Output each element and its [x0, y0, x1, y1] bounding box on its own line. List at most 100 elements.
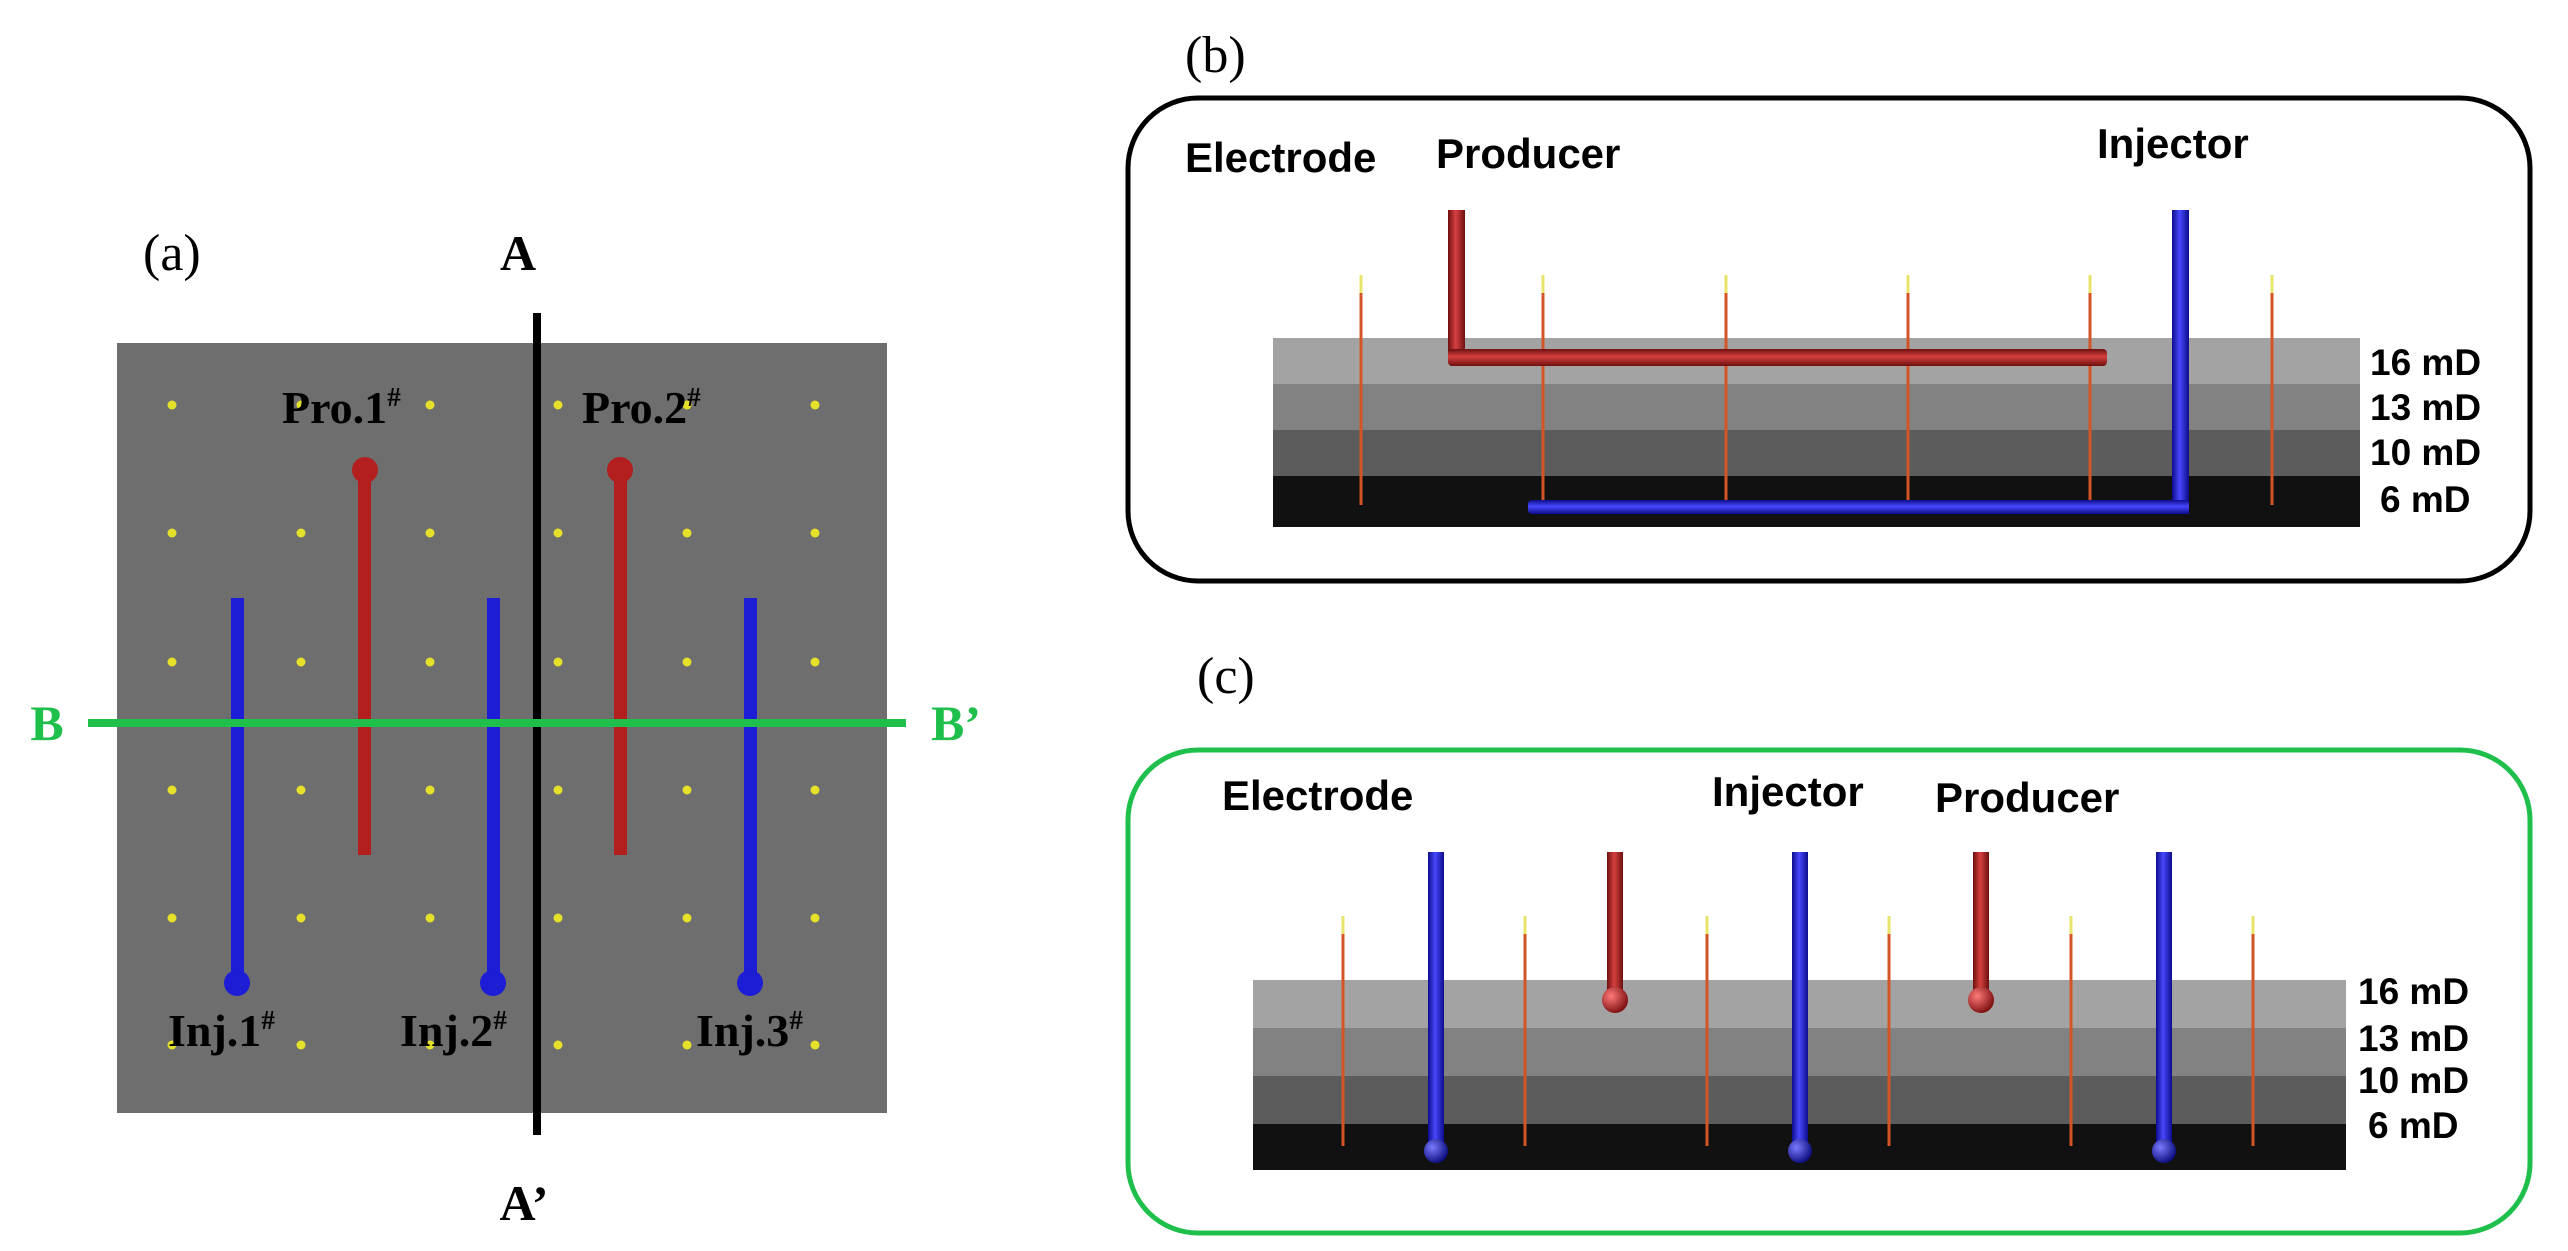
layer-label-10md: 10 mD — [2358, 1060, 2469, 1101]
producer-well-bottom — [1968, 987, 1994, 1013]
injector-label-inj1: Inj.1# — [168, 1005, 275, 1056]
injector-wellbore — [2156, 852, 2172, 1150]
electrode-label: Electrode — [1222, 772, 1413, 819]
electrode-rods — [1359, 275, 2274, 505]
producer-pro1 — [352, 457, 378, 855]
electrode-rod — [1523, 934, 1527, 1146]
injector-well-line — [744, 598, 757, 983]
layer-label-16md: 16 mD — [2370, 342, 2481, 383]
electrode-rod — [1906, 293, 1910, 505]
electrode-dot — [682, 400, 692, 410]
panel-c-frame — [1125, 747, 2533, 1236]
electrode-dot — [296, 913, 306, 923]
electrode-dot — [167, 913, 177, 923]
layer-10md — [1273, 430, 2360, 476]
electrode-rod-tip — [1724, 275, 1728, 293]
injector-well-bottom — [1424, 1139, 1448, 1163]
layer-13md — [1273, 384, 2360, 430]
injector-well-line — [231, 598, 244, 983]
electrode-rod — [2069, 934, 2073, 1146]
electrode-dot — [425, 1040, 435, 1050]
panel-b-frame — [1125, 95, 2533, 584]
electrode-rod-tip — [1906, 275, 1910, 293]
electrode-rod — [2251, 934, 2255, 1146]
electrode-rod-tip — [2251, 916, 2255, 934]
electrode-dot — [553, 1040, 563, 1050]
electrode-rod — [1887, 934, 1891, 1146]
electrode-rod-tip — [2069, 916, 2073, 934]
injector-label: Injector — [1712, 768, 1864, 815]
injector-inj1 — [224, 598, 250, 996]
electrode-rod-tip — [1359, 275, 1363, 293]
electrode-dot — [682, 785, 692, 795]
electrode-dot — [682, 528, 692, 538]
electrode-dot — [682, 913, 692, 923]
injector-wellbore — [1792, 852, 1808, 1150]
panel-c: (c) Electrode Injector Producer — [1125, 648, 2533, 1236]
producer-horizontal-section — [1448, 349, 2107, 366]
section-b-label: B — [30, 695, 63, 751]
electrode-dot — [167, 1040, 177, 1050]
electrode-dot — [553, 400, 563, 410]
electrode-rod — [1341, 934, 1345, 1146]
electrode-rod — [1541, 293, 1545, 505]
producer-well-line — [614, 470, 627, 855]
producer-vertical-section — [1448, 210, 1465, 360]
electrode-dot — [167, 400, 177, 410]
panel-c-label: (c) — [1197, 648, 1255, 705]
producer-wellhead — [607, 457, 633, 483]
electrode-dot — [810, 913, 820, 923]
producer-label: Producer — [1935, 774, 2119, 821]
injector-well-bottom — [1788, 1139, 1812, 1163]
section-line-b — [88, 719, 906, 727]
electrode-dot — [296, 1040, 306, 1050]
electrode-dot — [810, 657, 820, 667]
producer-wellhead — [352, 457, 378, 483]
electrode-dot — [810, 528, 820, 538]
producer-label: Producer — [1436, 130, 1620, 177]
electrode-dot — [553, 785, 563, 795]
electrode-dot — [296, 528, 306, 538]
section-a-prime-label: A’ — [499, 1175, 548, 1231]
electrode-rod-tip — [1887, 916, 1891, 934]
electrode-rod-tip — [1541, 275, 1545, 293]
electrode-grid — [167, 400, 820, 1050]
electrode-dot — [810, 785, 820, 795]
injector-inj3 — [737, 598, 763, 996]
electrode-dot — [553, 657, 563, 667]
panel-a-label: (a) — [143, 225, 201, 282]
producer-pro2 — [607, 457, 633, 855]
injector-well-bottom — [2152, 1139, 2176, 1163]
electrode-rod-tip — [1341, 916, 1345, 934]
electrode-dot — [296, 657, 306, 667]
injector-wellbore — [1428, 852, 1444, 1150]
electrode-rod — [1724, 293, 1728, 505]
layer-label-13md: 13 mD — [2370, 387, 2481, 428]
electrode-dot — [167, 528, 177, 538]
producer-well-bottom — [1602, 987, 1628, 1013]
electrode-rod-tip — [2270, 275, 2274, 293]
layer-label-6md: 6 mD — [2380, 479, 2470, 520]
producer-label-pro2: Pro.2# — [582, 382, 701, 433]
layer-label-6md: 6 mD — [2368, 1105, 2458, 1146]
injector-well — [1424, 852, 1448, 1163]
injector-wellhead — [737, 970, 763, 996]
electrode-rod — [2088, 293, 2092, 505]
electrode-dot — [296, 400, 306, 410]
electrode-dot — [425, 913, 435, 923]
panel-b: (b) Electrode Producer Injector 16 mD 13… — [1125, 27, 2533, 584]
panel-a: (a) A A’ B B’ P — [30, 225, 981, 1231]
electrode-dot — [425, 400, 435, 410]
electrode-rod — [1705, 934, 1709, 1146]
electrode-dot — [553, 528, 563, 538]
electrode-rod — [1359, 293, 1363, 505]
electrode-label: Electrode — [1185, 134, 1376, 181]
electrode-rod — [2270, 293, 2274, 505]
electrode-dot — [682, 657, 692, 667]
injector-vertical-section — [2172, 210, 2189, 514]
electrode-dot — [425, 528, 435, 538]
injector-horizontal-section — [1528, 500, 2189, 514]
injector-well — [1788, 852, 1812, 1163]
layer-label-16md: 16 mD — [2358, 971, 2469, 1012]
